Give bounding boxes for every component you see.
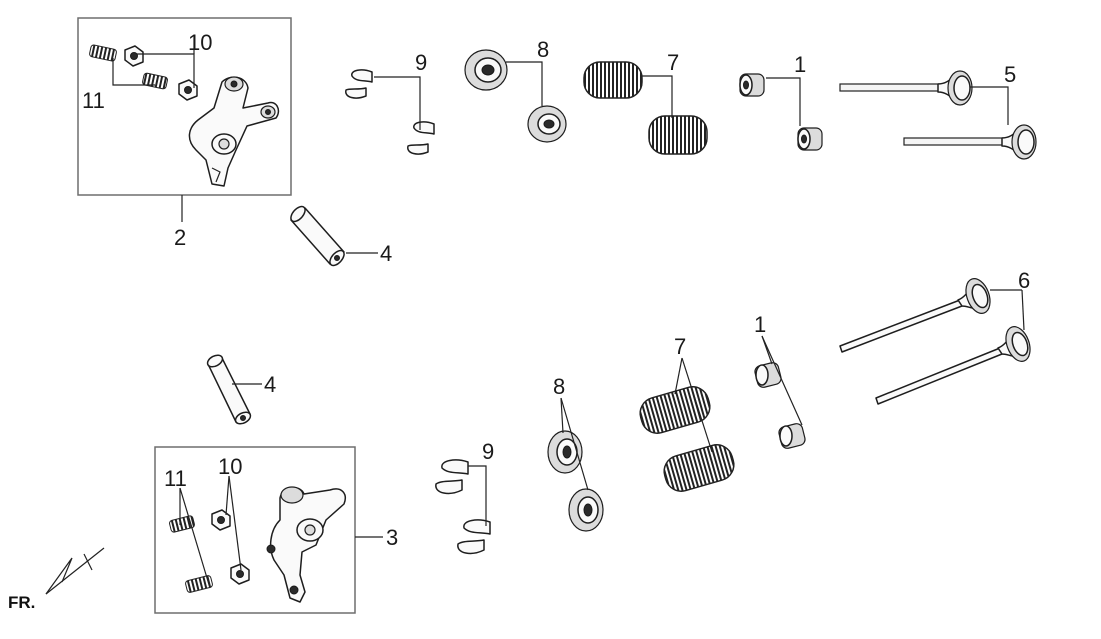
rocker-arm-assembly-box-2	[77, 17, 292, 196]
spring-retainer-part-8-bottom	[547, 397, 604, 532]
callout-4-bottom: 4	[264, 372, 276, 397]
callout-2: 2	[174, 225, 186, 250]
rocker-arm-assembly-box-3	[154, 446, 356, 614]
callout-8-top: 8	[537, 37, 549, 62]
callout-4-top: 4	[380, 241, 392, 266]
callout-labels: 10 11 2 4 9 8 7 1 5 6 1 7 8 4 9 10 11 3	[82, 30, 1030, 550]
rocker-arm-part-2	[188, 76, 280, 187]
callout-6: 6	[1018, 268, 1030, 293]
spring-retainer-part-8-top	[464, 49, 567, 143]
valve-cotter-part-9-top	[345, 69, 435, 155]
callout-5: 5	[1004, 62, 1016, 87]
valve-spring-part-7-bottom	[639, 357, 735, 492]
valve-stem-seal-part-1-bottom	[754, 335, 806, 449]
callout-1-bottom: 1	[754, 312, 766, 337]
callout-11-bottom: 11	[164, 466, 187, 491]
callout-10-bottom: 10	[218, 454, 242, 479]
valve-stem-seal-part-1-top	[739, 73, 823, 151]
callout-9-top: 9	[415, 50, 427, 75]
callout-7-top: 7	[667, 50, 679, 75]
valve-part-5	[839, 70, 1037, 160]
adjusting-screw-part-11-bottom	[169, 515, 213, 593]
valve-spring-part-7-top	[583, 61, 708, 155]
lock-nut-part-10-top	[124, 45, 198, 101]
callout-8-bottom: 8	[553, 374, 565, 399]
callout-11-top: 11	[82, 88, 105, 113]
callout-9-bottom: 9	[482, 439, 494, 464]
front-label: FR.	[8, 593, 35, 612]
callout-3: 3	[386, 525, 398, 550]
callout-1-top: 1	[794, 52, 806, 77]
rocker-arm-part-3	[266, 486, 346, 603]
callout-7-bottom: 7	[674, 334, 686, 359]
callout-10-top: 10	[188, 30, 212, 55]
lock-nut-part-10-bottom	[211, 509, 250, 585]
valve-part-6	[839, 278, 1031, 405]
front-direction-indicator: FR.	[8, 547, 105, 612]
rocker-shaft-part-4-top	[290, 205, 378, 267]
valve-cotter-part-9-bottom	[435, 459, 491, 555]
rocker-shaft-part-4-bottom	[206, 354, 262, 425]
